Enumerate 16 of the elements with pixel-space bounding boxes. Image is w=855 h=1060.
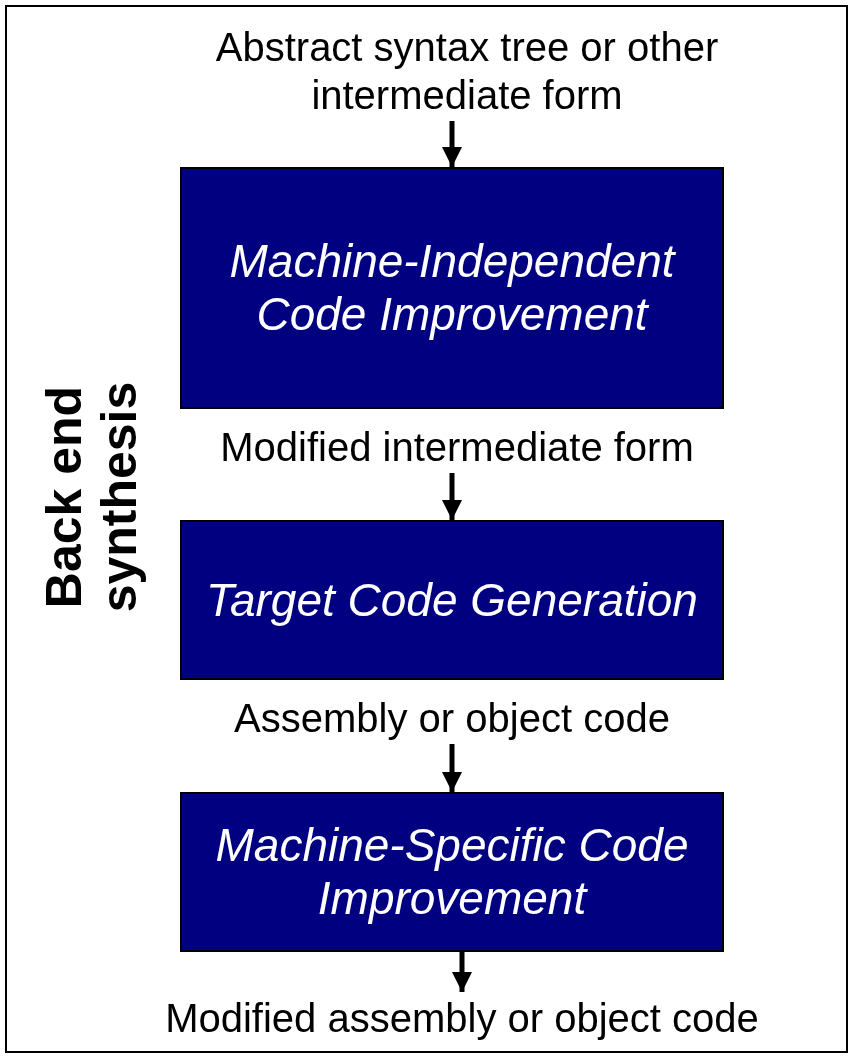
box-title: Machine-Specific Code Improvement	[214, 819, 690, 925]
vertical-heading: Back end synthesis	[37, 380, 147, 615]
process-box	[180, 520, 724, 680]
frame-box	[5, 5, 848, 1053]
box-title: Target Code Generation	[206, 573, 698, 627]
arrow	[452, 952, 472, 992]
arrow	[442, 473, 462, 520]
data-label: Abstract syntax tree or other intermediate form	[214, 24, 720, 119]
process-box	[180, 792, 724, 952]
box-title: Machine-Independent Code Improvement	[228, 235, 677, 341]
data-label: Modified intermediate form	[220, 424, 694, 471]
arrow	[442, 744, 462, 792]
process-box	[180, 167, 724, 409]
data-label: Assembly or object code	[234, 695, 670, 742]
data-label: Modified assembly or object code	[165, 995, 759, 1042]
arrow	[442, 121, 462, 167]
